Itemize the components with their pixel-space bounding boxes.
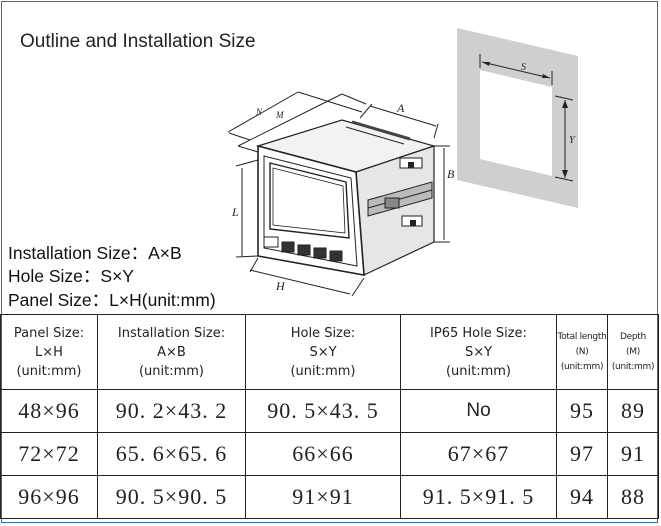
header-hole-size: Hole Size: S×Y (unit:mm)	[245, 314, 401, 390]
cell-installation-size: 90. 2×43. 2	[97, 389, 246, 433]
cell-panel-size: 48×96	[0, 389, 98, 433]
cell-installation-size: 90. 5×90. 5	[97, 475, 246, 519]
meter-dimensions	[227, 91, 450, 297]
table-row: 72×72 65. 6×65. 6 66×66 67×67 97 91	[0, 432, 659, 476]
panel-size-text: Panel Size：L×H(unit:mm)	[8, 290, 216, 310]
size-table-wrap: Panel Size: L×H (unit:mm) Installation S…	[0, 314, 661, 519]
outline-diagram: S Y	[227, 28, 578, 297]
cell-panel-size: 72×72	[0, 432, 98, 476]
header-panel-size: Panel Size: L×H (unit:mm)	[0, 314, 98, 390]
header-installation-size: Installation Size: A×B (unit:mm)	[97, 314, 246, 390]
header-ip65-hole-size: IP65 Hole Size: S×Y (unit:mm)	[400, 314, 557, 390]
cell-hole-size: 66×66	[245, 432, 401, 476]
cell-panel-size: 96×96	[0, 475, 98, 519]
cell-ip65-hole-size: 91. 5×91. 5	[400, 475, 557, 519]
label-y: Y	[569, 135, 576, 146]
cell-total-length: 97	[556, 432, 608, 476]
cell-depth: 89	[607, 389, 659, 433]
header-total-length: Total length (N) (unit:mm)	[556, 314, 608, 390]
cell-ip65-hole-size: No	[400, 389, 557, 433]
size-table: Panel Size: L×H (unit:mm) Installation S…	[0, 314, 659, 519]
table-row: 48×96 90. 2×43. 2 90. 5×43. 5 No 95 89	[0, 389, 659, 433]
panel-cutout-drawing	[457, 28, 578, 208]
table-header-row: Panel Size: L×H (unit:mm) Installation S…	[0, 314, 659, 390]
cell-total-length: 94	[556, 475, 608, 519]
label-n: N	[255, 107, 263, 117]
label-s: S	[521, 62, 526, 73]
cell-total-length: 95	[556, 389, 608, 433]
cell-hole-size: 91×91	[245, 475, 401, 519]
cell-ip65-hole-size: 67×67	[400, 432, 557, 476]
label-l: L	[231, 205, 239, 219]
installation-size-text: Installation Size：A×B	[8, 243, 182, 263]
hole-size-text: Hole Size：S×Y	[8, 266, 134, 286]
label-m: M	[275, 110, 284, 120]
page-title: Outline and Installation Size	[20, 31, 256, 52]
label-h: H	[275, 279, 286, 293]
header-depth: Depth (M) (unit:mm)	[607, 314, 659, 390]
cell-depth: 91	[607, 432, 659, 476]
cell-hole-size: 90. 5×43. 5	[245, 389, 401, 433]
cell-installation-size: 65. 6×65. 6	[97, 432, 246, 476]
table-row: 96×96 90. 5×90. 5 91×91 91. 5×91. 5 94 8…	[0, 475, 659, 519]
label-b: B	[447, 167, 455, 181]
label-a: A	[396, 101, 405, 115]
cell-depth: 88	[607, 475, 659, 519]
meter-drawing	[255, 119, 437, 276]
